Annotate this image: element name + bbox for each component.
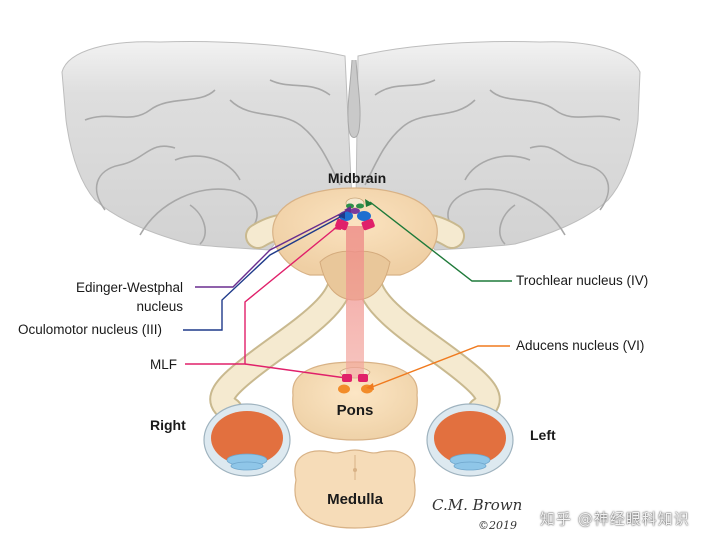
mlf-nucleus-left-mid xyxy=(361,218,375,231)
edinger-westphal-nucleus xyxy=(350,208,360,214)
medulla xyxy=(294,449,416,529)
trochlear-nucleus-left xyxy=(356,203,364,209)
signature-name: C.M. Brown xyxy=(432,496,523,514)
trochlear-nucleus-right xyxy=(346,203,354,209)
interhemispheric-fissure xyxy=(347,59,361,138)
signature-year: ©2019 xyxy=(478,519,517,532)
leader-mlf xyxy=(185,225,339,365)
label-abducens: Aducens nucleus (VI) xyxy=(516,338,645,353)
leader-lines xyxy=(183,201,512,388)
label-oculomotor: Oculomotor nucleus (III) xyxy=(18,322,163,337)
label-left: Left xyxy=(530,427,556,443)
label-medulla: Medulla xyxy=(327,491,383,508)
label-pons: Pons xyxy=(336,402,374,419)
label-edinger-line2: nucleus xyxy=(136,299,183,314)
leader-trochlear xyxy=(369,201,512,282)
gyri xyxy=(84,79,621,245)
label-edinger-line1: Edinger-Westphal xyxy=(75,280,183,295)
leader-mlf-pons xyxy=(244,363,347,379)
label-trochlear: Trochlear nucleus (IV) xyxy=(516,273,649,288)
label-midbrain: Midbrain xyxy=(327,170,387,186)
right-hemisphere xyxy=(355,41,641,251)
left-eye xyxy=(426,403,514,477)
right-eye xyxy=(203,403,291,477)
leader-edinger xyxy=(195,209,349,288)
oculomotor-nucleus-left xyxy=(357,211,371,221)
label-right: Right xyxy=(150,417,186,433)
mlf-nucleus-left-pons xyxy=(358,374,368,382)
leader-oculomotor xyxy=(183,215,343,331)
watermark: 知乎 @神经眼科知识 xyxy=(540,510,690,528)
mlf-tract xyxy=(346,226,364,378)
leader-abducens xyxy=(371,345,510,388)
cerebrum xyxy=(61,41,641,251)
label-mlf: MLF xyxy=(150,357,177,372)
abducens-nucleus-right xyxy=(338,384,350,394)
